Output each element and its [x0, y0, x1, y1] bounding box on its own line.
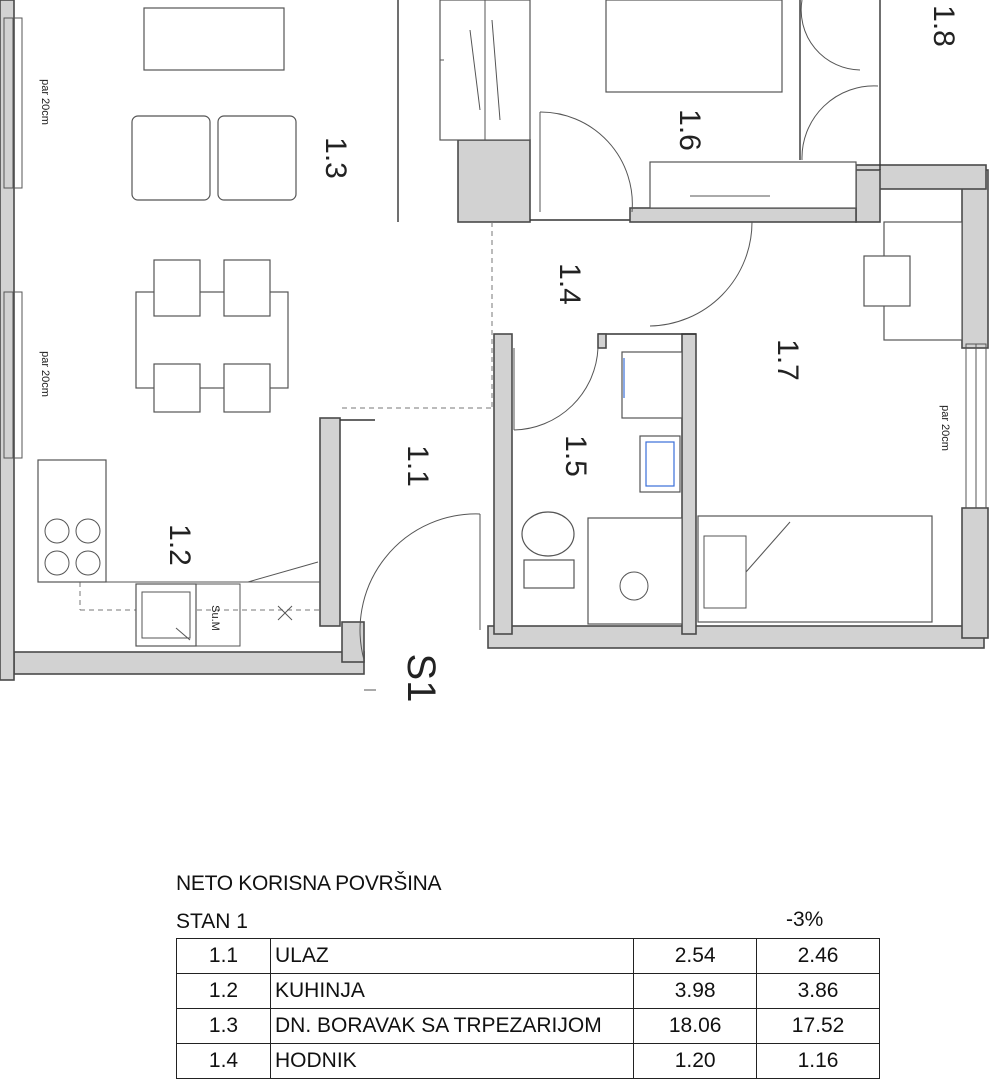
area-heading: NETO KORISNA POVRŠINA: [176, 872, 442, 895]
room-number: 1.2: [176, 973, 271, 1009]
room-label-1-1: 1.1: [401, 445, 434, 487]
room-number: 1.4: [176, 1043, 271, 1079]
east-wall-upper: [961, 169, 989, 349]
gross-area: 1.20: [633, 1043, 758, 1079]
south-wall-left: [13, 651, 365, 675]
net-area: 3.86: [756, 973, 880, 1009]
room-label-1-7: 1.7: [771, 339, 804, 381]
window-note: par 20cm: [939, 405, 951, 451]
room-label-1-2: 1.2: [163, 524, 196, 566]
bathroom-fixtures: [513, 347, 683, 625]
gross-area: 3.98: [633, 973, 758, 1009]
entrance-label: S1: [399, 654, 443, 703]
living-room-furniture: [131, 7, 297, 413]
west-windows: [3, 17, 23, 459]
room-label-1-8: 1.8: [927, 5, 960, 47]
room-label-1-6: 1.6: [673, 109, 706, 151]
interior-walls: [319, 0, 881, 635]
entrance-door-swing: [359, 513, 481, 661]
shaft-label: Su.M: [209, 605, 221, 631]
table-row: 1.4 HODNIK 1.20 1.16: [176, 1043, 880, 1079]
table-row: 1.2 KUHINJA 3.98 3.86: [176, 973, 880, 1009]
reduction-label: -3%: [786, 908, 824, 931]
room-name: DN. BORAVAK SA TRPEZARIJOM: [269, 1008, 635, 1044]
unit-label: STAN 1: [176, 910, 248, 933]
gross-area: 18.06: [633, 1008, 758, 1044]
room-door-swing: [649, 221, 753, 327]
room-label-1-4: 1.4: [553, 263, 586, 305]
gross-area: 2.54: [633, 938, 758, 974]
west-wall: [0, 0, 15, 681]
room-1-7-furniture: [697, 221, 963, 623]
wardrobe: [439, 0, 531, 141]
net-area: 1.16: [756, 1043, 880, 1079]
east-wall-lower: [961, 507, 989, 639]
net-area: 17.52: [756, 1008, 880, 1044]
wall-pier: [855, 169, 881, 223]
entrance-jamb: [341, 621, 365, 663]
bedroom-furniture: [605, 0, 879, 209]
table-row: 1.1 ULAZ 2.54 2.46: [176, 938, 880, 974]
area-table: 1.1 ULAZ 2.54 2.46 1.2 KUHINJA 3.98 3.86…: [176, 938, 880, 1079]
room-name: HODNIK: [269, 1043, 635, 1079]
bedroom-door-swing: [539, 111, 633, 213]
east-window: [965, 343, 987, 509]
room-label-1-5: 1.5: [559, 435, 592, 477]
window-note: par 20cm: [39, 351, 51, 397]
window-note: par 20cm: [39, 79, 51, 125]
area-schedule: NETO KORISNA POVRŠINA STAN 1 -3% 1.1 ULA…: [176, 872, 880, 1079]
room-label-1-3: 1.3: [319, 137, 352, 179]
room-name: KUHINJA: [269, 973, 635, 1009]
room-number: 1.1: [176, 938, 271, 974]
area-subheader: STAN 1 -3%: [176, 908, 880, 938]
table-row: 1.3 DN. BORAVAK SA TRPEZARIJOM 18.06 17.…: [176, 1008, 880, 1044]
room-name: ULAZ: [269, 938, 635, 974]
south-wall-right: [487, 625, 985, 649]
room-number: 1.3: [176, 1008, 271, 1044]
net-area: 2.46: [756, 938, 880, 974]
floor-plan: 1.1 1.2 1.3 1.4 1.5 1.6 1.7 1.8 par 20cm…: [0, 0, 989, 703]
kitchen-counter: [37, 459, 320, 647]
